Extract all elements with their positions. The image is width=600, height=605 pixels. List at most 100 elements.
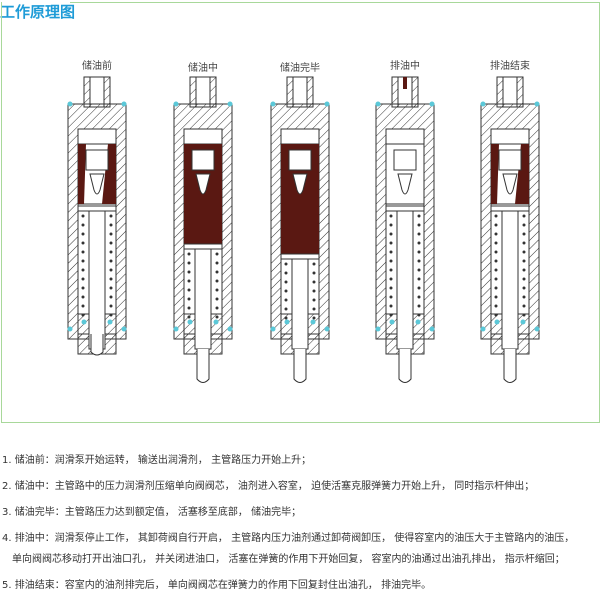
seal-ring — [107, 319, 113, 325]
seal-ring — [480, 101, 486, 107]
spring-coil — [109, 295, 113, 299]
spring-coil — [81, 277, 85, 281]
spring-coil — [187, 261, 191, 265]
seal-ring — [173, 326, 179, 332]
seal-ring — [494, 319, 500, 325]
spring-coil — [389, 250, 393, 254]
spring-coil — [389, 295, 393, 299]
indicator-rod — [293, 349, 307, 383]
piston — [183, 243, 223, 250]
spring-coil — [81, 295, 85, 299]
valve-diagram-before-storage — [67, 76, 127, 356]
step-text: 4. 排油中：润滑泵停止工作， 其卸荷阀自行开启， 主管路内压力油剂通过卸荷阀卸… — [2, 533, 575, 544]
stage-label: 排油结束 — [490, 61, 530, 72]
spring-coil — [494, 214, 498, 218]
seal-ring — [480, 326, 486, 332]
spring-coil — [522, 295, 526, 299]
spring-coil — [215, 252, 219, 256]
step-item: 1. 储油前：润滑泵开始运转， 输送出润滑剂， 主管路压力开始上升； — [2, 454, 574, 467]
spring-coil — [284, 307, 288, 311]
spring-coil — [109, 241, 113, 245]
spring-coil — [522, 223, 526, 227]
spring-coil — [215, 261, 219, 265]
spring-coil — [312, 307, 316, 311]
seal-ring — [429, 326, 435, 332]
seal-ring — [520, 319, 526, 325]
piston — [490, 205, 530, 212]
spring-coil — [109, 250, 113, 254]
seal-ring — [375, 326, 381, 332]
spring-coil — [109, 214, 113, 218]
spring-coil — [522, 214, 526, 218]
spring-coil — [215, 288, 219, 292]
spring-coil — [109, 232, 113, 236]
spring-coil — [81, 286, 85, 290]
spring-coil — [417, 286, 421, 290]
spring-coil — [522, 286, 526, 290]
piston — [280, 253, 320, 260]
spring-coil — [109, 268, 113, 272]
seal-ring — [270, 326, 276, 332]
spring-coil — [417, 304, 421, 308]
oil-fill — [78, 144, 86, 204]
spring-coil — [494, 223, 498, 227]
step-text: 1. 储油前：润滑泵开始运转， 输送出润滑剂， 主管路压力开始上升； — [2, 455, 312, 466]
spring-coil — [417, 250, 421, 254]
step-text: 3. 储油完毕：主管路压力达到额定值， 活塞移至底部， 储油完毕； — [2, 507, 302, 518]
stage-label: 储油完毕 — [280, 63, 320, 74]
spring-coil — [312, 280, 316, 284]
oil-fill — [102, 144, 116, 204]
spring-coil — [417, 223, 421, 227]
spring-coil — [494, 259, 498, 263]
stage-label: 排油中 — [390, 61, 420, 72]
spring-coil — [109, 286, 113, 290]
spring-coil — [284, 262, 288, 266]
spring-coil — [215, 270, 219, 274]
spring-coil — [215, 297, 219, 301]
indicator-rod — [196, 349, 210, 383]
spring-coil — [312, 298, 316, 302]
seal-ring — [67, 326, 73, 332]
seal-ring — [429, 101, 435, 107]
spring-coil — [284, 280, 288, 284]
check-valve-core — [393, 149, 417, 171]
indicator-rod-sleeve — [291, 258, 309, 350]
step-item: 2. 储油中：主管路中的压力润滑剂压缩单向阀阀芯， 油剂进入容室， 迫使活塞克服… — [2, 480, 574, 493]
spring-coil — [389, 223, 393, 227]
valve-poppet — [89, 173, 105, 195]
spring-coil — [187, 297, 191, 301]
spring-coil — [284, 298, 288, 302]
valve-poppet — [502, 173, 518, 195]
seal-ring — [270, 101, 276, 107]
inlet-channel — [195, 76, 211, 108]
spring-coil — [494, 250, 498, 254]
step-item: 5. 排油结束：容室内的油剂排完后， 单向阀阀芯在弹簧力的作用下回复封住出油孔，… — [2, 579, 574, 592]
seal-ring — [227, 326, 233, 332]
seal-ring — [227, 101, 233, 107]
spring-coil — [81, 259, 85, 263]
oil-fill — [491, 144, 499, 204]
spring-coil — [522, 259, 526, 263]
spring-coil — [417, 277, 421, 281]
valve-diagram-storage-complete — [270, 76, 330, 383]
check-valve-core — [288, 149, 312, 171]
step-item: 4. 排油中：润滑泵停止工作， 其卸荷阀自行开启， 主管路内压力油剂通过卸荷阀卸… — [2, 532, 574, 566]
spring-coil — [187, 306, 191, 310]
spring-coil — [81, 250, 85, 254]
spring-coil — [522, 268, 526, 272]
spring-coil — [81, 214, 85, 218]
seal-ring — [415, 319, 421, 325]
spring-coil — [187, 252, 191, 256]
piston — [385, 205, 425, 212]
valve-diagram-storing — [173, 76, 233, 383]
indicator-rod-sleeve — [501, 210, 519, 350]
spring-coil — [522, 277, 526, 281]
spring-coil — [81, 241, 85, 245]
spring-coil — [389, 259, 393, 263]
spring-coil — [284, 289, 288, 293]
seal-ring — [121, 326, 127, 332]
spring-coil — [389, 232, 393, 236]
valve-poppet — [292, 173, 308, 195]
spring-coil — [494, 286, 498, 290]
indicator-rod-sleeve — [88, 210, 106, 350]
